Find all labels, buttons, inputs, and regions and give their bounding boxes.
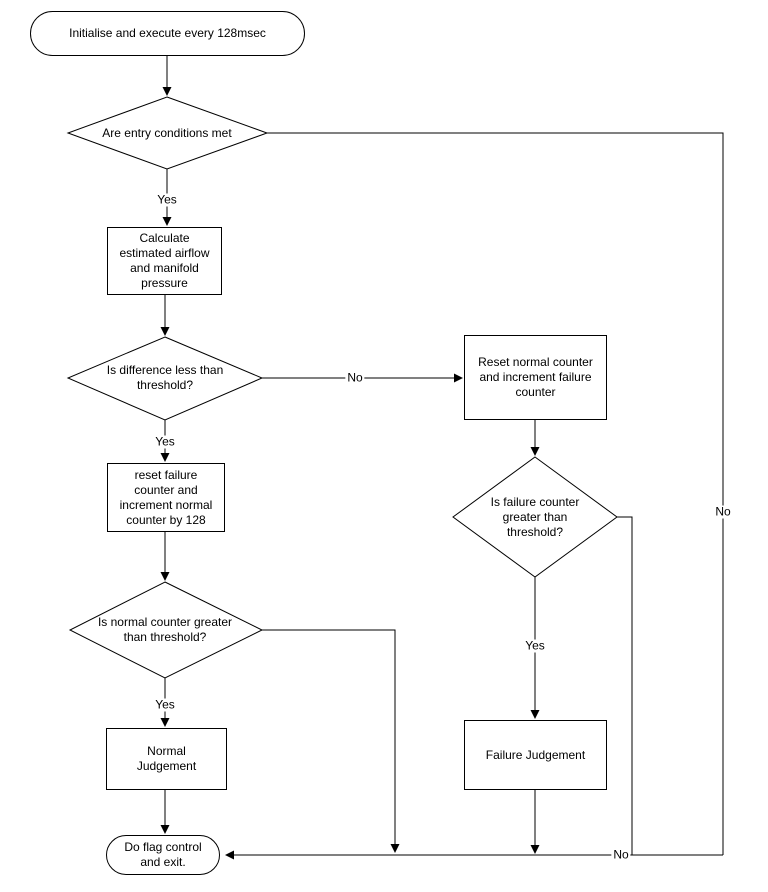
edge-label-diff-no: No [345, 370, 365, 385]
edge-failure-no-line [617, 516, 633, 855]
decision-shape-diff-check [66, 336, 264, 421]
edge-entry-no-line [267, 132, 724, 855]
edge-normal-no-line [262, 629, 400, 853]
node-diff-check: Is difference less than threshold? [106, 363, 224, 392]
edge-label-diff-yes: Yes [153, 434, 177, 449]
edge-label-entry-yes: Yes [155, 192, 179, 207]
edge-label-failure-no: No [611, 847, 631, 862]
node-normal-judgement: Normal Judgement [106, 728, 227, 790]
node-start: Initialise and execute every 128msec [30, 11, 305, 56]
node-normal-check: Is normal counter greater than threshold… [97, 615, 233, 644]
node-failure-check: Is failure counter greater than threshol… [490, 494, 580, 539]
node-entry-check: Are entry conditions met [102, 125, 232, 140]
edge-label-entry-no: No [713, 504, 733, 519]
node-reset-normal: Reset normal counter and increment failu… [464, 335, 607, 420]
decision-shape-normal-check [68, 581, 264, 679]
node-calculate: Calculate estimated airflow and manifold… [107, 227, 222, 295]
node-failure-judgement: Failure Judgement [464, 720, 607, 790]
node-end: Do flag control and exit. [106, 835, 220, 875]
edge-label-normal-yes: Yes [153, 697, 177, 712]
edge-label-failure-yes: Yes [523, 638, 547, 653]
decision-shape-failure-check [452, 456, 618, 578]
decision-shape-entry-check [66, 96, 269, 170]
node-reset-failure: reset failure counter and increment norm… [107, 463, 225, 532]
